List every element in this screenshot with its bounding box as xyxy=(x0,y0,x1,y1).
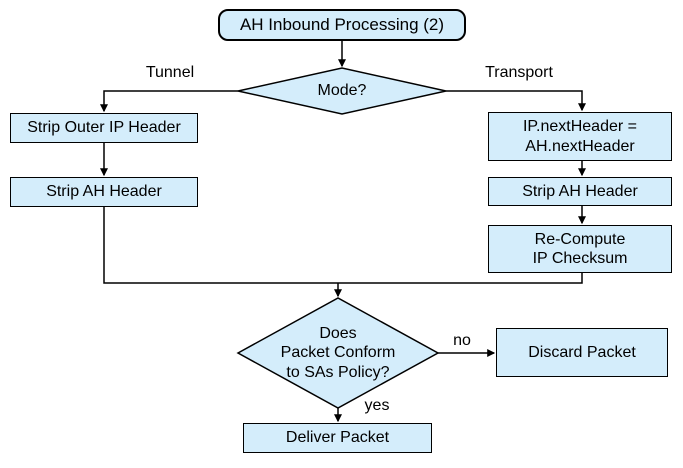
edge-label-transport: Transport xyxy=(485,64,553,81)
node-strip-outer-ip-header: Strip Outer IP Header xyxy=(10,113,198,143)
mode-decision-shape xyxy=(237,67,447,115)
node-discard-packet: Discard Packet xyxy=(496,328,668,377)
node-strip-ah-header-tunnel: Strip AH Header xyxy=(10,177,198,207)
node-policy-check-label: Does Packet Conform to SAs Policy? xyxy=(280,325,396,381)
edge-merge-line xyxy=(103,207,583,284)
edge-mode-tunnel xyxy=(100,90,238,113)
edge-mode-transport xyxy=(446,90,586,112)
node-recompute-ip-checksum: Re-Compute IP Checksum xyxy=(488,225,672,273)
node-strip-ah-header-transport: Strip AH Header xyxy=(488,177,672,206)
edge-label-no: no xyxy=(453,332,471,349)
node-start: AH Inbound Processing (2) xyxy=(218,9,466,41)
edge-label-yes: yes xyxy=(364,397,390,414)
node-ip-nextheader: IP.nextHeader = AH.nextHeader xyxy=(488,112,672,161)
policy-decision-shape xyxy=(236,297,440,409)
node-deliver-packet: Deliver Packet xyxy=(243,423,432,453)
edge-label-tunnel: Tunnel xyxy=(145,64,195,81)
node-mode-label: Mode? xyxy=(317,82,367,100)
